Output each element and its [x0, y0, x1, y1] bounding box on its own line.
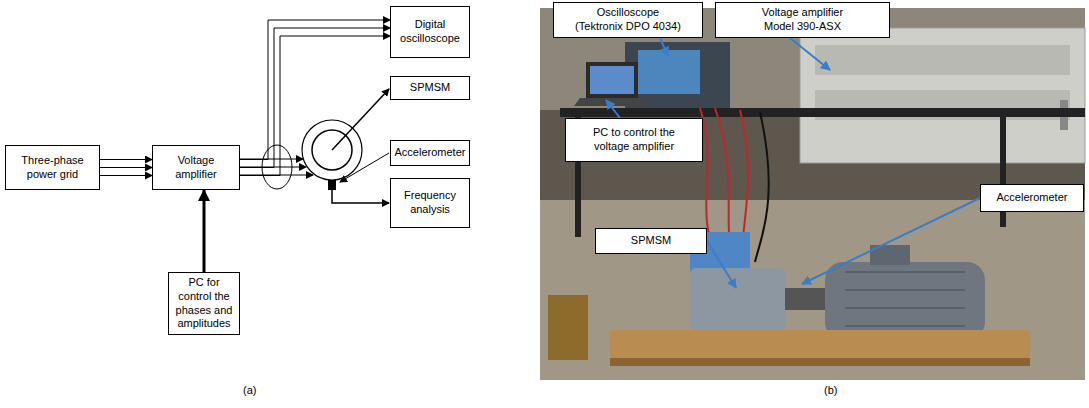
- callout-box: PC to control the voltage amplifier: [565, 118, 703, 162]
- amplifier-panel: [815, 45, 1070, 75]
- box-label: SPMSM: [410, 81, 450, 95]
- box-label: PC for control the phases and amplitudes: [172, 276, 236, 331]
- process-box: PC for control the phases and amplitudes: [168, 272, 240, 335]
- process-box: Three-phase power grid: [5, 145, 100, 190]
- laptop-base: [574, 98, 650, 106]
- box-label: Voltage amplifier Model 390-ASX: [753, 6, 852, 34]
- leader-arrow: [802, 198, 980, 284]
- cable: [755, 112, 769, 262]
- laptop-lid: [586, 62, 638, 98]
- connector-line: [100, 159, 152, 160]
- photo-background: [540, 8, 1085, 380]
- callout-box: Oscilloscope (Tektronix DPO 4034): [553, 2, 703, 38]
- process-box: SPMSM: [390, 76, 470, 100]
- process-box: Voltage amplifier: [152, 145, 240, 190]
- box-label: Frequency analysis: [394, 189, 466, 217]
- amplifier-cabinet: [800, 28, 1085, 163]
- motor-fin: [845, 325, 965, 327]
- wooden-base: [610, 330, 1030, 358]
- laptop-screen: [590, 66, 634, 94]
- leader-line: [340, 153, 389, 182]
- motor-fin: [845, 271, 965, 273]
- process-box: Frequency analysis: [390, 178, 470, 228]
- panel-label: (b): [824, 384, 837, 396]
- box-label: Digital oscilloscope: [394, 18, 466, 46]
- connector-line: [100, 167, 152, 168]
- connector-line: [240, 28, 390, 168]
- wooden-base: [610, 358, 1030, 366]
- leader-arrow: [707, 241, 736, 288]
- panel-label: (a): [243, 384, 256, 396]
- callout-box: SPMSM: [595, 228, 707, 254]
- leader-arrow: [660, 38, 668, 56]
- signal-line: [332, 190, 389, 203]
- connector-line: [240, 20, 390, 160]
- connector: [240, 20, 390, 176]
- connector: [204, 190, 205, 272]
- spmsm-motor: [690, 268, 785, 330]
- box-label: Accelerometer: [997, 191, 1068, 205]
- box-label: Voltage amplifier: [157, 154, 235, 182]
- process-box: Accelerometer: [390, 140, 470, 166]
- motor-fin: [845, 307, 965, 309]
- bench-top: [560, 108, 1085, 117]
- connector-line: [203, 190, 206, 272]
- box-label: Accelerometer: [395, 146, 466, 160]
- accelerometer-sensor: [328, 180, 336, 190]
- box-label: PC to control the voltage amplifier: [585, 126, 683, 154]
- process-box: Digital oscilloscope: [390, 6, 470, 58]
- box-label: Oscilloscope (Tektronix DPO 4034): [573, 6, 683, 34]
- leader-line: [332, 89, 389, 150]
- leader-arrow: [606, 100, 620, 118]
- motor-fin: [845, 289, 965, 291]
- connector: [100, 160, 152, 176]
- shaft-coupling: [785, 288, 825, 310]
- oscilloscope-screen: [638, 50, 700, 94]
- callout-box: Accelerometer: [980, 184, 1084, 212]
- box-label: Three-phase power grid: [10, 154, 95, 182]
- transformer: [548, 295, 588, 360]
- leader-arrow: [790, 38, 830, 70]
- connector-line: [100, 175, 152, 176]
- callout-box: Voltage amplifier Model 390-ASX: [715, 2, 890, 38]
- load-motor: [825, 262, 985, 340]
- connector-line: [240, 36, 390, 176]
- box-label: SPMSM: [631, 234, 671, 248]
